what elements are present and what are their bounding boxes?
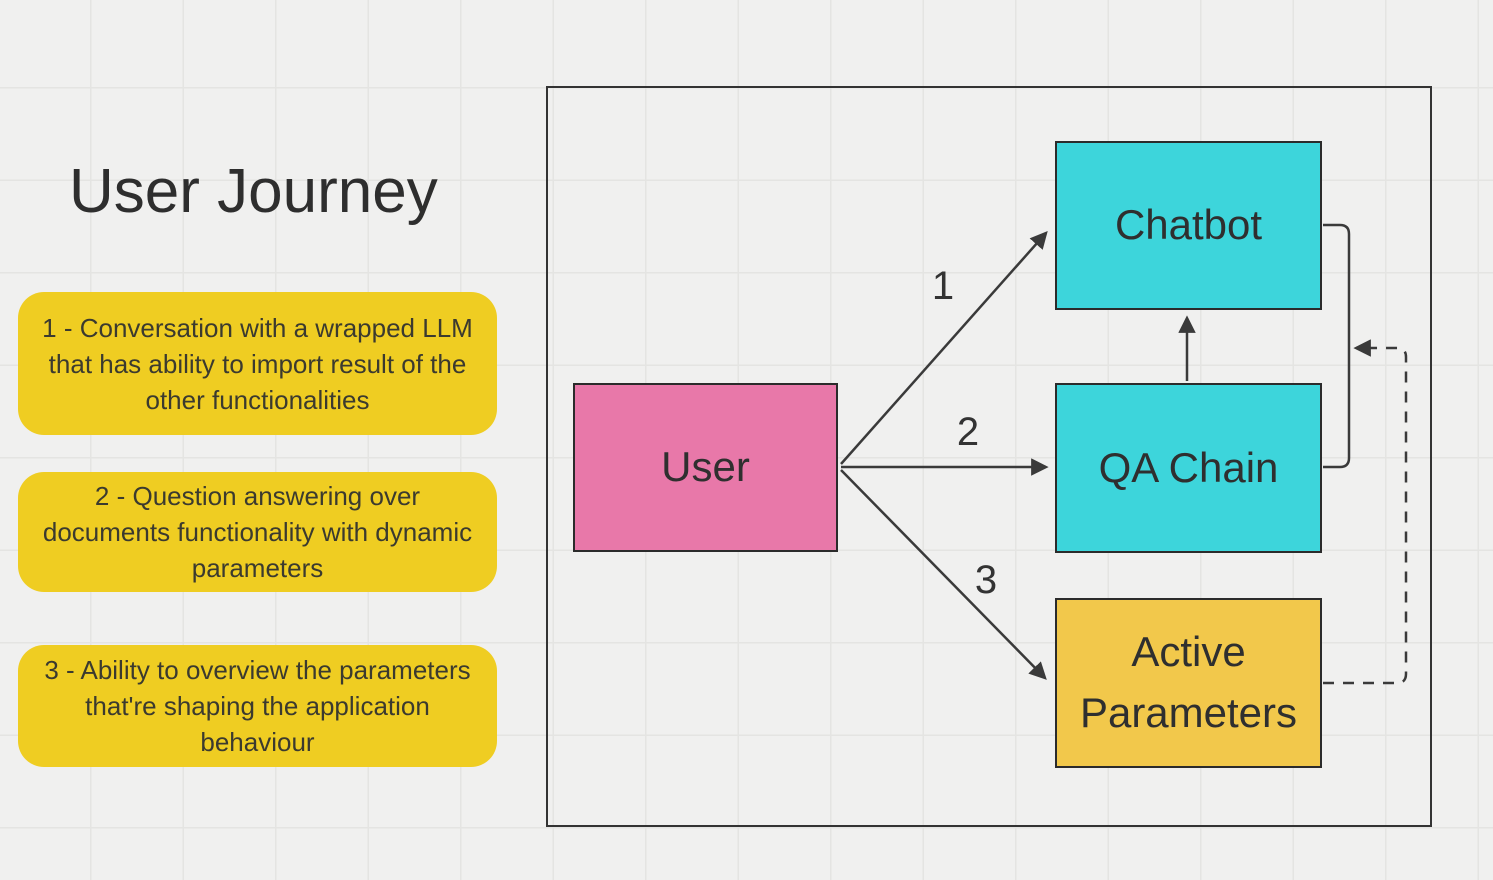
node-chatbot[interactable]: Chatbot xyxy=(1055,141,1322,310)
node-qa-chain-label: QA Chain xyxy=(1098,443,1279,491)
node-active-parameters[interactable]: Active Parameters xyxy=(1055,598,1322,768)
edge-active-parameters-feedback-dashed[interactable] xyxy=(1323,339,1408,685)
diagram-frame[interactable] xyxy=(546,86,1432,827)
edge-user-to-chatbot[interactable] xyxy=(840,231,1048,465)
node-qa-chain[interactable]: QA Chain xyxy=(1055,383,1322,553)
note-1-text: 1 - Conversation with a wrapped LLM that… xyxy=(42,312,473,415)
note-2-text: 2 - Question answering over documents fu… xyxy=(42,481,473,583)
note-3-text: 3 - Ability to overview the parameters t… xyxy=(44,655,471,757)
node-chatbot-label: Chatbot xyxy=(1114,201,1263,249)
note-2[interactable]: 2 - Question answering over documents fu… xyxy=(18,472,497,592)
node-user-label: User xyxy=(661,443,750,491)
node-user[interactable]: User xyxy=(573,383,838,552)
page-title[interactable]: User Journey xyxy=(69,157,438,226)
edge-user-to-active-parameters[interactable] xyxy=(840,469,1047,680)
edge-chatbot-to-qa-chain-connector[interactable] xyxy=(1323,223,1351,469)
note-1[interactable]: 1 - Conversation with a wrapped LLM that… xyxy=(18,292,497,435)
note-3[interactable]: 3 - Ability to overview the parameters t… xyxy=(18,645,497,767)
node-active-parameters-label: Active Parameters xyxy=(1079,628,1298,736)
